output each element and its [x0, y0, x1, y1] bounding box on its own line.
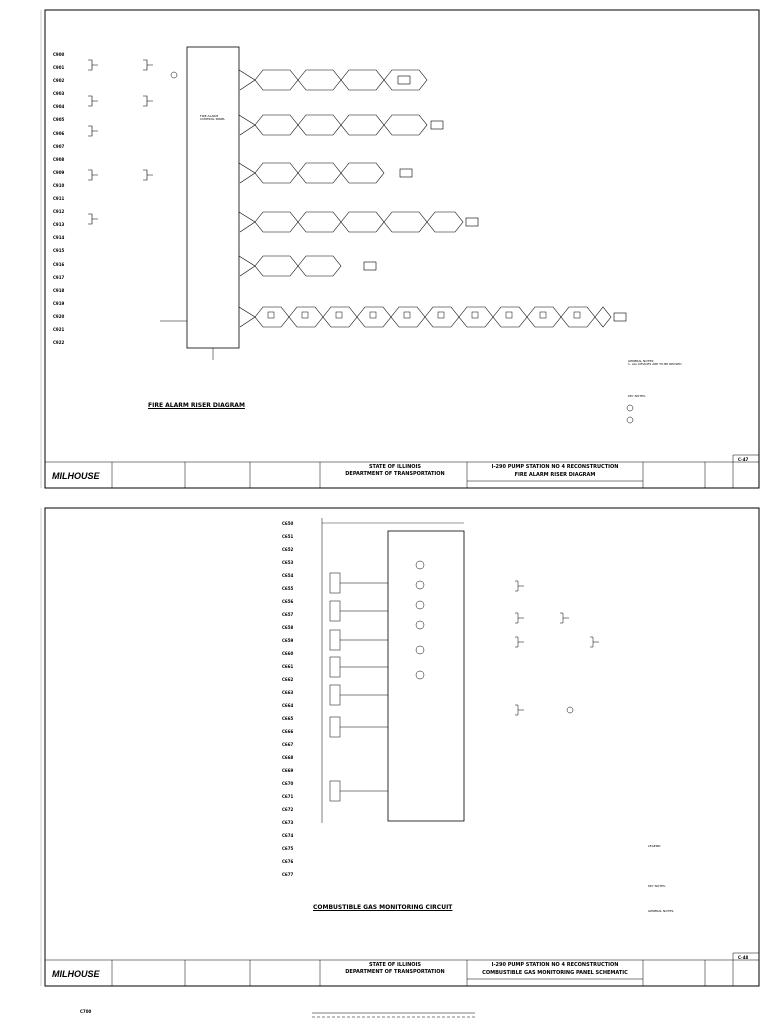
row-label: C668 [282, 755, 294, 760]
row-label: C670 [282, 781, 294, 786]
row-label: C916 [53, 261, 65, 267]
diagram-title: COMBUSTIBLE GAS MONITORING CIRCUIT [313, 904, 453, 911]
key-notes: KEY NOTES: [648, 884, 666, 888]
row-label: C906 [53, 130, 65, 136]
sheet-title-label: COMBUSTIBLE GAS MONITORING PANEL SCHEMAT… [482, 970, 628, 976]
row-label: C671 [282, 794, 294, 799]
row-label: C920 [53, 313, 65, 319]
row-label: C700 [80, 1009, 92, 1014]
gas-monitoring-circuit-diagram [40, 507, 760, 987]
row-label: C666 [282, 729, 294, 734]
row-label: C653 [282, 560, 294, 565]
row-label: C658 [282, 625, 294, 630]
row-label: C654 [282, 573, 294, 578]
row-label: C905 [53, 117, 65, 123]
row-label: C676 [282, 859, 294, 864]
row-label: C667 [282, 742, 294, 747]
row-label: C901 [53, 65, 65, 71]
row-label: C650 [282, 521, 294, 526]
row-label: C656 [282, 599, 294, 604]
row-label: C910 [53, 182, 65, 188]
row-label: C664 [282, 703, 294, 708]
dept-label: DEPARTMENT OF TRANSPORTATION [345, 471, 445, 477]
legend-notes: LEGEND: [648, 844, 662, 848]
sheet-number: C-47 [738, 457, 749, 462]
row-label: C651 [282, 534, 294, 539]
row-label: C665 [282, 716, 294, 721]
row-label: C652 [282, 547, 294, 552]
row-label: C659 [282, 638, 294, 643]
row-label: C909 [53, 169, 65, 175]
row-label: C675 [282, 846, 294, 851]
row-label: C912 [53, 209, 65, 215]
row-label: C918 [53, 287, 65, 293]
row-label: C911 [53, 196, 65, 202]
row-label: C917 [53, 274, 65, 280]
project-label: I-290 PUMP STATION NO 4 RECONSTRUCTION [491, 464, 619, 470]
row-label: C673 [282, 820, 294, 825]
sheet-title-label: FIRE ALARM RISER DIAGRAM [514, 472, 596, 478]
row-label: C674 [282, 833, 294, 838]
state-label: STATE OF ILLINOIS [368, 962, 422, 968]
row-label: C915 [53, 248, 65, 254]
row-label: C904 [53, 104, 65, 110]
row-label: C907 [53, 143, 65, 149]
row-label: C922 [53, 340, 65, 346]
fire-alarm-riser-diagram [40, 9, 760, 489]
row-label: C677 [282, 872, 294, 877]
row-label: C657 [282, 612, 294, 617]
row-label: C919 [53, 300, 65, 306]
dept-label: DEPARTMENT OF TRANSPORTATION [345, 969, 445, 975]
row-label: C902 [53, 78, 65, 84]
project-label: I-290 PUMP STATION NO 4 RECONSTRUCTION [491, 962, 619, 968]
row-label: C903 [53, 91, 65, 97]
firm-logo: MILHOUSE [52, 969, 100, 979]
row-label: C921 [53, 326, 65, 332]
row-label: C908 [53, 156, 65, 162]
sheet-number: C-48 [738, 955, 749, 960]
row-label: C669 [282, 768, 294, 773]
row-label: C661 [282, 664, 294, 669]
row-label: C672 [282, 807, 294, 812]
firm-logo: MILHOUSE [52, 471, 100, 481]
row-label: C913 [53, 222, 65, 228]
row-label: C663 [282, 690, 294, 695]
state-label: STATE OF ILLINOIS [368, 464, 422, 470]
row-label: C660 [282, 651, 294, 656]
row-label: C900 [53, 52, 65, 57]
drawing-sheet-partial: C700 [0, 1005, 768, 1024]
key-notes: KEY NOTES: [628, 394, 646, 398]
general-notes: GENERAL NOTES: [648, 909, 675, 913]
diagram-title: FIRE ALARM RISER DIAGRAM [148, 402, 245, 409]
row-label: C662 [282, 677, 294, 682]
general-notes: GENERAL NOTES:1. ALL DEVICES ARE TO BE R… [628, 359, 683, 366]
row-label: C914 [53, 235, 65, 241]
row-label: C655 [282, 586, 294, 591]
